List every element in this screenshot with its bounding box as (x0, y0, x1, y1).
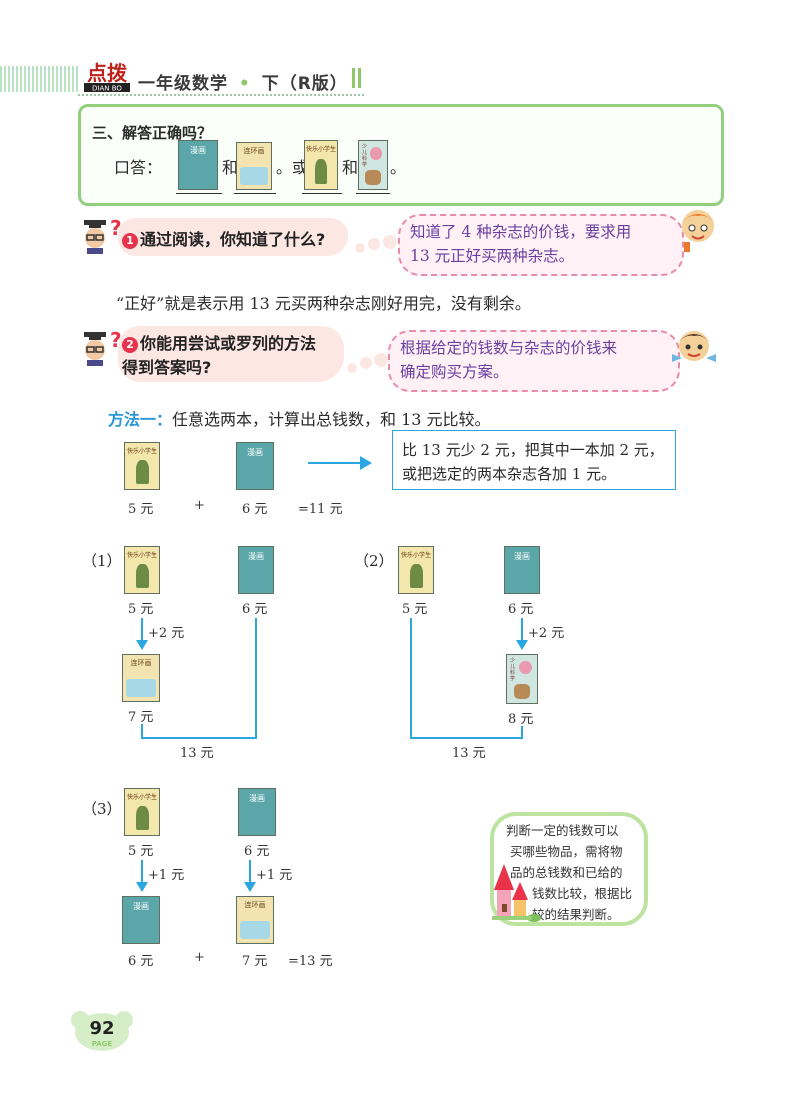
thought-dots (355, 235, 397, 253)
answer-and: 和 (222, 158, 239, 177)
step-arrow-line (249, 860, 251, 888)
answer-end: 。 (390, 158, 407, 177)
sum-label: =13 元 (288, 954, 333, 969)
answer-blank (176, 193, 222, 194)
magazine-manhua-icon: 漫画 (238, 788, 276, 836)
magazine-xiaoxuesheng-icon: 快乐小学生 (124, 788, 160, 836)
step-label: +2 元 (528, 626, 565, 641)
step-label: +1 元 (148, 868, 185, 883)
magazine-manhua-icon: 漫画 (236, 442, 274, 490)
plus-sign: + (194, 498, 205, 513)
total-label: 13 元 (452, 746, 486, 761)
professor-icon (84, 332, 106, 366)
case2-label: （2） (354, 552, 394, 570)
step-arrow-line (521, 618, 523, 646)
q1-answer-bubble (398, 214, 684, 276)
svg-text:DIAN BO: DIAN BO (92, 85, 122, 93)
svg-text:PAGE: PAGE (92, 1040, 113, 1048)
magazine-manhua-icon: 漫画 (504, 546, 540, 594)
kid-character-icon (672, 331, 716, 362)
price-label: 5 元 (128, 502, 154, 517)
magazine-kexue-icon: 少儿科学 (506, 654, 538, 704)
magazine-xiaoxuesheng-icon: 快乐小学生 (124, 546, 160, 594)
magazine-manhua-icon: 漫画 (178, 140, 218, 190)
magazine-lianhuan-icon: 连环画 (236, 142, 272, 190)
castle-icon (492, 864, 541, 922)
arrow-down-icon (136, 640, 148, 650)
professor-icon (84, 220, 106, 254)
method1-line: 方法一：任意选两本，计算出总钱数，和 13 元比较。 (108, 410, 491, 429)
q1-bubble (118, 218, 348, 256)
dianbo-logo: 点拨 DIAN BO (84, 61, 130, 93)
bracket-line (410, 618, 412, 738)
answer-blank (302, 193, 342, 194)
hint-box (392, 430, 676, 490)
explanation-note: “正好”就是表示用 13 元买两种杂志刚好用完，没有剩余。 (116, 294, 531, 313)
arrow-down-icon (244, 882, 256, 892)
total-label: 13 元 (180, 746, 214, 761)
question-mark-icon: ? (110, 328, 122, 352)
plus-sign: + (194, 950, 205, 965)
bracket-line (141, 737, 257, 739)
price-label: 6 元 (128, 954, 154, 969)
step-arrow-line (141, 618, 143, 646)
q1-answer: 知道了 4 种杂志的价钱，要求用 13 元正好买两种杂志。 (410, 223, 632, 265)
header-stripes (0, 66, 78, 92)
svg-text:92: 92 (89, 1018, 114, 1039)
bracket-line (410, 737, 523, 739)
price-label: 6 元 (508, 602, 534, 617)
price-label: 6 元 (244, 844, 270, 859)
step-arrow-line (141, 860, 143, 888)
thought-dots (347, 353, 388, 373)
tip-text: 判断一定的钱数可以 买哪些物品，需将物 品的总钱数和已给的 钱数比较，根据比 较… (506, 823, 633, 922)
price-label: 6 元 (242, 502, 268, 517)
magazine-xiaoxuesheng-icon: 快乐小学生 (304, 140, 338, 190)
arrow-right-icon (360, 456, 372, 470)
step-label: +2 元 (148, 626, 185, 641)
header-title: 一年级数学 • 下（R版） (138, 74, 348, 94)
bracket-line (255, 618, 257, 738)
section3-title: 三、解答正确吗？ (92, 124, 213, 142)
magazine-lianhuan-icon: 连环画 (122, 654, 160, 702)
price-label: 6 元 (242, 602, 268, 617)
magazine-xiaoxuesheng-icon: 快乐小学生 (398, 546, 434, 594)
price-label: 5 元 (128, 844, 154, 859)
bracket-line (141, 724, 143, 738)
answer-and: 和 (342, 158, 359, 177)
header-divider (78, 94, 364, 96)
question-mark-icon: ? (110, 216, 122, 240)
price-label: 5 元 (402, 602, 428, 617)
magazine-manhua-icon: 漫画 (122, 896, 160, 944)
answer-blank (234, 193, 276, 194)
kid-character-icon (682, 210, 714, 252)
q2-bubble (118, 326, 344, 382)
magazine-manhua-icon: 漫画 (238, 546, 274, 594)
hint-text: 比 13 元少 2 元，把其中一本加 2 元， 或把选定的两本杂志各加 1 元。 (402, 441, 664, 483)
answer-prefix: 口答： (114, 158, 163, 177)
q2-answer: 根据给定的钱数与杂志的价钱来 确定购买方案。 (400, 339, 618, 381)
arrow-line (308, 462, 364, 464)
svg-text:点拨: 点拨 (87, 61, 128, 85)
step-label: +1 元 (256, 868, 293, 883)
page-number-badge: 92 PAGE (71, 1011, 133, 1051)
magazine-kexue-icon: 少儿科学 (358, 140, 388, 190)
price-label: 7 元 (242, 954, 268, 969)
answer-blank (356, 193, 390, 194)
arrow-down-icon (516, 640, 528, 650)
price-label: 7 元 (128, 710, 154, 725)
q2-answer-bubble (388, 330, 680, 392)
case3-label: （3） (82, 800, 122, 818)
case1-label: （1） (82, 552, 122, 570)
price-label: 8 元 (508, 712, 534, 727)
bracket-line (521, 726, 523, 738)
price-label: 5 元 (128, 602, 154, 617)
sum-label: =11 元 (298, 502, 343, 517)
answer-or: 。或 (276, 158, 309, 177)
magazine-xiaoxuesheng-icon: 快乐小学生 (124, 442, 160, 490)
arrow-down-icon (136, 882, 148, 892)
magazine-lianhuan-icon: 连环画 (236, 896, 274, 944)
header-bars (352, 68, 362, 88)
